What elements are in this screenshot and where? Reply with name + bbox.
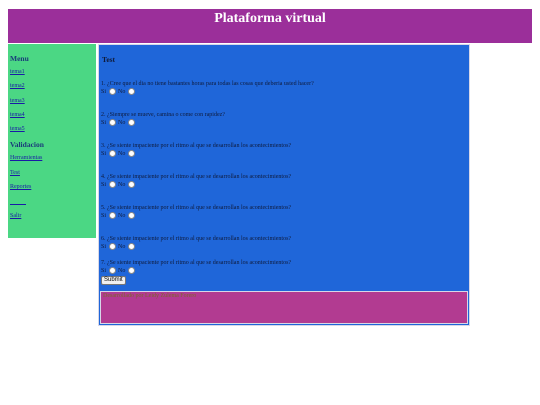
yes-label: Si xyxy=(101,243,107,250)
no-radio[interactable] xyxy=(127,212,135,219)
sidebar-link-tema1[interactable]: tema1 xyxy=(10,69,25,75)
yes-label: Si xyxy=(101,119,107,126)
sidebar-link-salir[interactable]: Salir xyxy=(10,213,22,220)
no-label: No xyxy=(118,267,126,274)
no-radio[interactable] xyxy=(127,150,135,157)
yes-radio[interactable] xyxy=(108,181,116,188)
question-text: 1. ¿Cree que el dia no tiene bastantes h… xyxy=(101,81,314,87)
page-title: Plataforma virtual xyxy=(214,11,326,26)
yes-radio[interactable] xyxy=(108,212,116,219)
no-radio[interactable] xyxy=(127,88,135,95)
yes-radio[interactable] xyxy=(108,243,116,250)
yes-label: Si xyxy=(101,181,107,188)
no-label: No xyxy=(118,181,126,188)
menu-heading: Menu xyxy=(10,54,29,63)
yes-label: Si xyxy=(101,150,107,157)
question-4: 4. ¿Se siente impaciente por el ritmo al… xyxy=(101,174,291,189)
footer-text: Desarrollado por Leidy Zulema Forero xyxy=(103,293,197,299)
question-text: 5. ¿Se siente impaciente por el ritmo al… xyxy=(101,205,292,211)
no-label: No xyxy=(118,150,126,157)
no-label: No xyxy=(118,212,126,219)
no-radio[interactable] xyxy=(127,243,135,250)
sidebar-link-empty[interactable] xyxy=(10,198,26,206)
yes-label: Si xyxy=(101,88,107,95)
no-radio[interactable] xyxy=(127,267,135,274)
test-panel: Test 1. ¿Cree que el dia no tiene bastan… xyxy=(98,44,470,326)
no-radio[interactable] xyxy=(127,119,135,126)
no-radio[interactable] xyxy=(127,181,135,188)
sidebar-link-tema4[interactable]: tema4 xyxy=(10,111,25,118)
no-label: No xyxy=(118,88,126,95)
sidebar: Menu tema1 tema2 tema3 tema4 tema5 Valid… xyxy=(8,44,96,238)
test-title: Test xyxy=(102,55,116,64)
page-header: Plataforma virtual xyxy=(8,9,532,43)
sidebar-link-test[interactable]: Test xyxy=(10,169,20,176)
question-text: 7. ¿Se siente impaciente por el ritmo al… xyxy=(101,260,292,266)
validation-heading: Validacion xyxy=(10,140,44,150)
question-2: 2. ¿Siempre se mueve, camina o come con … xyxy=(101,112,225,127)
question-6: 6. ¿Se siente impaciente por el ritmo al… xyxy=(101,236,291,251)
question-text: 4. ¿Se siente impaciente por el ritmo al… xyxy=(101,174,292,180)
yes-radio[interactable] xyxy=(108,88,116,95)
submit-button[interactable]: Submit xyxy=(101,276,126,285)
no-label: No xyxy=(118,119,126,126)
yes-radio[interactable] xyxy=(108,119,116,126)
question-text: 3. ¿Se siente impaciente por el ritmo al… xyxy=(101,143,292,149)
sidebar-link-tema5[interactable]: tema5 xyxy=(10,126,25,133)
page-footer: Desarrollado por Leidy Zulema Forero xyxy=(100,291,468,324)
sidebar-link-tema3[interactable]: tema3 xyxy=(10,97,25,104)
sidebar-link-herramientas[interactable]: Herramientas xyxy=(10,155,43,162)
yes-label: Si xyxy=(101,267,107,274)
yes-label: Si xyxy=(101,212,107,219)
question-3: 3. ¿Se siente impaciente por el ritmo al… xyxy=(101,143,291,158)
sidebar-link-reportes[interactable]: Reportes xyxy=(10,184,32,191)
yes-radio[interactable] xyxy=(108,267,116,274)
sidebar-link-tema2[interactable]: tema2 xyxy=(10,83,25,90)
question-text: 2. ¿Siempre se mueve, camina o come con … xyxy=(101,112,225,118)
no-label: No xyxy=(118,243,126,250)
question-5: 5. ¿Se siente impaciente por el ritmo al… xyxy=(101,205,291,220)
question-1: 1. ¿Cree que el dia no tiene bastantes h… xyxy=(101,81,314,96)
question-7: 7. ¿Se siente impaciente por el ritmo al… xyxy=(101,260,291,275)
question-text: 6. ¿Se siente impaciente por el ritmo al… xyxy=(101,236,292,242)
yes-radio[interactable] xyxy=(108,150,116,157)
